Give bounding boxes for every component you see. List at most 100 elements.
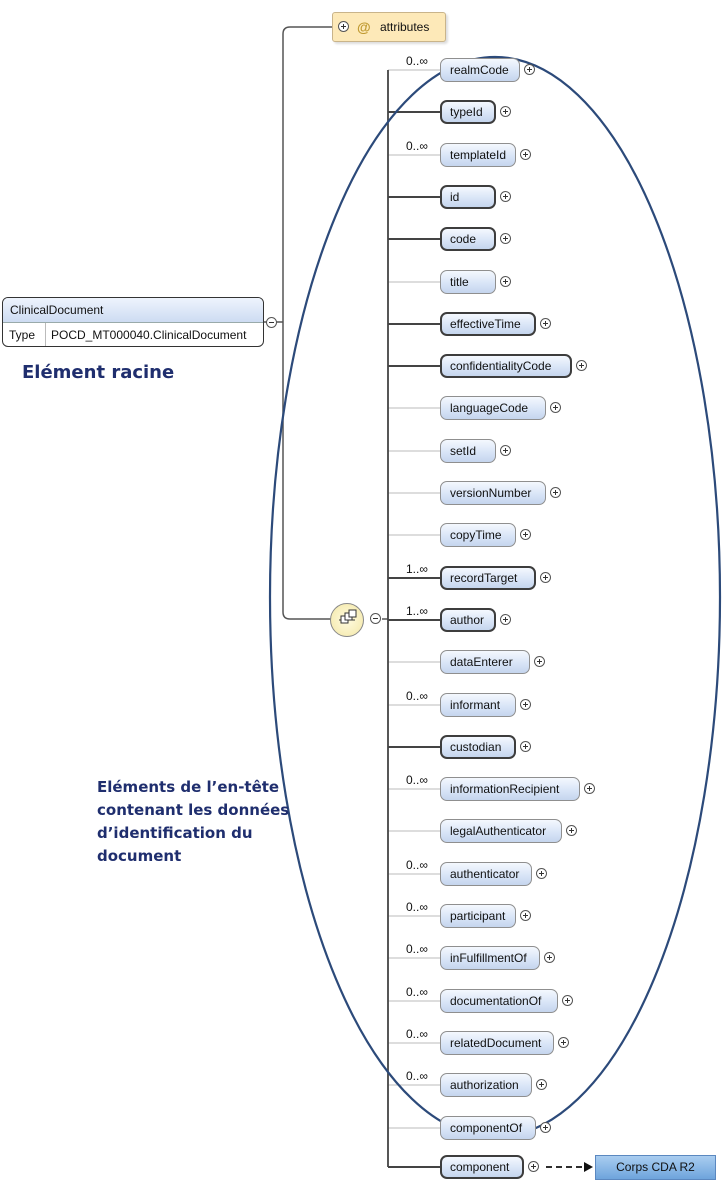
cardinality-label: 0..∞ <box>406 1069 428 1083</box>
element-realmCode[interactable]: realmCode <box>440 58 520 82</box>
expand-code-icon[interactable] <box>500 233 511 244</box>
expand-versionNumber-icon[interactable] <box>550 487 561 498</box>
element-authorization[interactable]: authorization <box>440 1073 532 1097</box>
element-id[interactable]: id <box>440 185 496 209</box>
element-name: author <box>450 613 485 627</box>
expand-authenticator-icon[interactable] <box>536 868 547 879</box>
element-name: componentOf <box>450 1121 523 1135</box>
element-name: effectiveTime <box>450 317 521 331</box>
element-name: documentationOf <box>450 994 542 1008</box>
element-name: dataEnterer <box>450 655 513 669</box>
expand-title-icon[interactable] <box>500 276 511 287</box>
expand-templateId-icon[interactable] <box>520 149 531 160</box>
header-caption-line: contenant les données <box>97 801 290 819</box>
element-typeId[interactable]: typeId <box>440 100 496 124</box>
element-setId[interactable]: setId <box>440 439 496 463</box>
element-name: title <box>450 275 469 289</box>
element-author[interactable]: author <box>440 608 496 632</box>
cda-body-label: Corps CDA R2 <box>616 1160 695 1174</box>
cardinality-label: 0..∞ <box>406 985 428 999</box>
expand-attributes-icon[interactable] <box>338 21 349 32</box>
element-templateId[interactable]: templateId <box>440 143 516 167</box>
element-name: informant <box>450 698 501 712</box>
cardinality-label: 0..∞ <box>406 773 428 787</box>
element-component[interactable]: component <box>440 1155 524 1179</box>
expand-effectiveTime-icon[interactable] <box>540 318 551 329</box>
expand-custodian-icon[interactable] <box>520 741 531 752</box>
root-element-box[interactable]: ClinicalDocument Type POCD_MT000040.Clin… <box>2 297 264 347</box>
attributes-label: attributes <box>380 20 430 34</box>
cardinality-label: 0..∞ <box>406 54 428 68</box>
element-title[interactable]: title <box>440 270 496 294</box>
expand-dataEnterer-icon[interactable] <box>534 656 545 667</box>
header-caption-line: Eléments de l’en-tête <box>97 778 280 796</box>
expand-legalAuthenticator-icon[interactable] <box>566 825 577 836</box>
expand-documentationOf-icon[interactable] <box>562 995 573 1006</box>
element-documentationOf[interactable]: documentationOf <box>440 989 558 1013</box>
expand-participant-icon[interactable] <box>520 910 531 921</box>
header-highlight-ellipse <box>268 55 722 1139</box>
element-dataEnterer[interactable]: dataEnterer <box>440 650 530 674</box>
element-name: authenticator <box>450 867 520 881</box>
element-componentOf[interactable]: componentOf <box>440 1116 536 1140</box>
header-caption-line: document <box>97 847 182 865</box>
element-inFulfillmentOf[interactable]: inFulfillmentOf <box>440 946 540 970</box>
expand-id-icon[interactable] <box>500 191 511 202</box>
element-relatedDocument[interactable]: relatedDocument <box>440 1031 554 1055</box>
expand-component-icon[interactable] <box>528 1161 539 1172</box>
element-name: copyTime <box>450 528 502 542</box>
cardinality-label: 0..∞ <box>406 858 428 872</box>
expand-relatedDocument-icon[interactable] <box>558 1037 569 1048</box>
element-informationRecipient[interactable]: informationRecipient <box>440 777 580 801</box>
element-versionNumber[interactable]: versionNumber <box>440 481 546 505</box>
cardinality-label: 1..∞ <box>406 604 428 618</box>
element-name: setId <box>450 444 477 458</box>
element-authenticator[interactable]: authenticator <box>440 862 532 886</box>
cardinality-label: 0..∞ <box>406 900 428 914</box>
expand-confidentialityCode-icon[interactable] <box>576 360 587 371</box>
attributes-node[interactable]: @ attributes <box>332 12 446 42</box>
element-name: legalAuthenticator <box>450 824 547 838</box>
expand-languageCode-icon[interactable] <box>550 402 561 413</box>
element-name: code <box>450 232 477 246</box>
element-recordTarget[interactable]: recordTarget <box>440 566 536 590</box>
element-name: recordTarget <box>450 571 518 585</box>
expand-typeId-icon[interactable] <box>500 106 511 117</box>
element-informant[interactable]: informant <box>440 693 516 717</box>
element-custodian[interactable]: custodian <box>440 735 516 759</box>
collapse-sequence-icon[interactable] <box>370 613 381 624</box>
root-element-name: ClinicalDocument <box>3 298 263 323</box>
cda-body-box[interactable]: Corps CDA R2 <box>595 1155 716 1180</box>
expand-realmCode-icon[interactable] <box>524 64 535 75</box>
element-confidentialityCode[interactable]: confidentialityCode <box>440 354 572 378</box>
expand-copyTime-icon[interactable] <box>520 529 531 540</box>
cardinality-label: 0..∞ <box>406 942 428 956</box>
collapse-root-icon[interactable] <box>266 317 277 328</box>
header-caption-line: d’identification du <box>97 824 253 842</box>
element-participant[interactable]: participant <box>440 904 516 928</box>
root-caption: Elément racine <box>22 362 175 383</box>
header-caption: Eléments de l’en-tête contenant les donn… <box>97 776 289 868</box>
expand-author-icon[interactable] <box>500 614 511 625</box>
expand-setId-icon[interactable] <box>500 445 511 456</box>
cardinality-label: 1..∞ <box>406 562 428 576</box>
root-type-value: POCD_MT000040.ClinicalDocument <box>51 328 247 342</box>
expand-componentOf-icon[interactable] <box>540 1122 551 1133</box>
element-name: templateId <box>450 148 507 162</box>
element-code[interactable]: code <box>440 227 496 251</box>
expand-informant-icon[interactable] <box>520 699 531 710</box>
element-effectiveTime[interactable]: effectiveTime <box>440 312 536 336</box>
expand-authorization-icon[interactable] <box>536 1079 547 1090</box>
cardinality-label: 0..∞ <box>406 689 428 703</box>
element-languageCode[interactable]: languageCode <box>440 396 546 420</box>
element-copyTime[interactable]: copyTime <box>440 523 516 547</box>
element-name: authorization <box>450 1078 519 1092</box>
root-type-label: Type <box>3 323 46 346</box>
expand-inFulfillmentOf-icon[interactable] <box>544 952 555 963</box>
expand-recordTarget-icon[interactable] <box>540 572 551 583</box>
element-legalAuthenticator[interactable]: legalAuthenticator <box>440 819 562 843</box>
sequence-compositor-icon[interactable] <box>330 603 364 637</box>
expand-informationRecipient-icon[interactable] <box>584 783 595 794</box>
